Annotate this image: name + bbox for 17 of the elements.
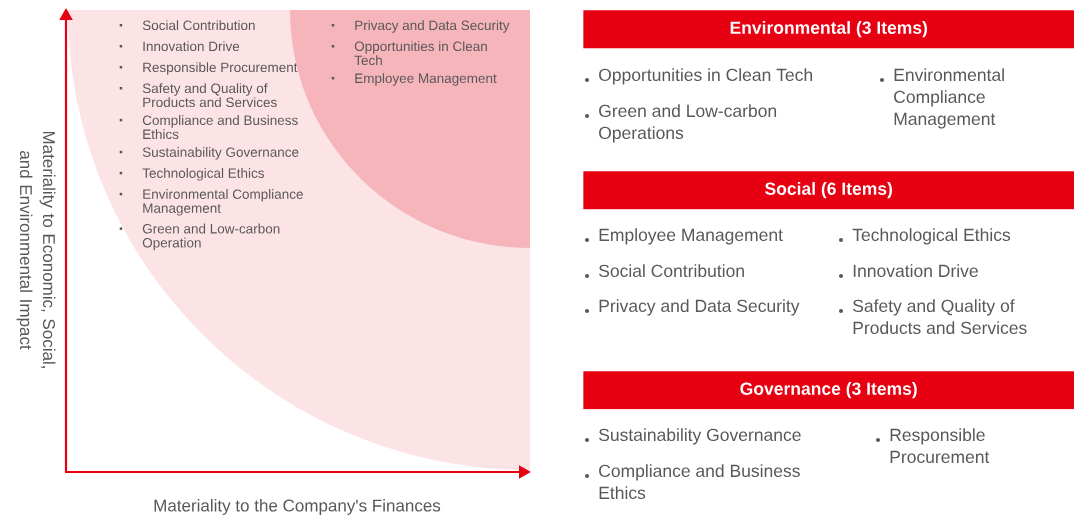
bullet-item: Technological Ethics	[839, 228, 1011, 245]
category-header: Environmental (3 Items)	[583, 10, 1074, 49]
bullet-item: Innovation Drive	[839, 264, 978, 278]
bullet-item: Social Contribution	[585, 264, 744, 278]
category-header: Social (6 Items)	[583, 171, 1074, 210]
bullet-item: Privacy and Data Security	[585, 299, 800, 316]
category-header: Governance (3 Items)	[583, 371, 1074, 410]
bullet-item: Opportunities in Clean Tech	[585, 68, 812, 85]
bullet-item: Environmental Compliance Management	[880, 68, 1004, 129]
axis-label: Materiality to the Company's Finances	[154, 499, 441, 515]
bullet-item: Employee Management	[585, 228, 783, 245]
bullet-item: Responsible Procurement	[876, 428, 990, 464]
axis-label: Materiality to Economic, Social, and Environmental Impact	[16, 131, 56, 368]
bullet-item: Safety and Quality of Products and Services	[839, 299, 1027, 335]
bullet-item: Green and Low-carbon Operations	[585, 104, 777, 143]
bullet-item: Compliance and Business Ethics	[585, 464, 800, 500]
bullet-item: Sustainability Governance	[585, 428, 801, 445]
